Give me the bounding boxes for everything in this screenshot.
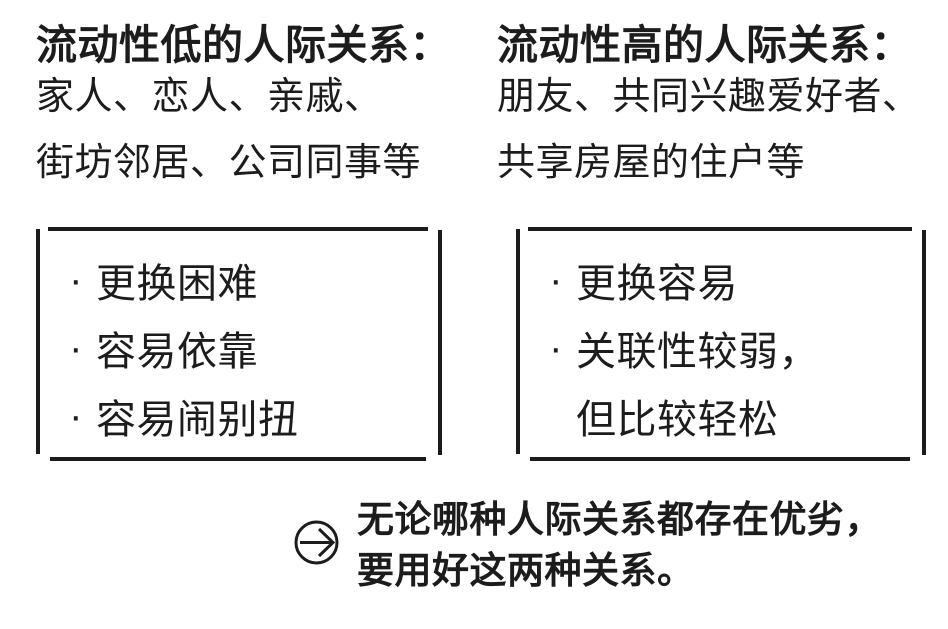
bullet-dot-icon: · (549, 325, 563, 370)
box-border-bottom (530, 457, 910, 461)
high-mobility-trait-list: · 更换容易 · 关联性较弱， 但比较轻松 (542, 246, 918, 450)
bullet-dot-icon: · (549, 257, 563, 302)
trait-item: · 容易依靠 (62, 314, 434, 382)
trait-label: 但比较轻松 (576, 398, 779, 442)
high-mobility-examples-line1: 朋友、共同兴趣爱好者、 (497, 76, 921, 118)
bullet-dot-icon: · (69, 325, 83, 370)
trait-item: · 更换容易 (542, 246, 918, 314)
trait-label: 更换困难 (96, 262, 258, 306)
box-border-right (438, 230, 442, 455)
trait-label: 容易闹别扭 (96, 398, 299, 442)
conclusion-line2: 要用好这两种关系。 (357, 550, 695, 591)
trait-item: · 关联性较弱， (542, 314, 918, 382)
box-border-left (516, 229, 520, 454)
high-mobility-title: 流动性高的人际关系： (497, 22, 912, 68)
trait-item-continuation: 但比较轻松 (542, 382, 918, 450)
box-border-bottom (50, 457, 426, 461)
high-mobility-traits-box: · 更换容易 · 关联性较弱， 但比较轻松 (516, 226, 926, 462)
low-mobility-title: 流动性低的人际关系： (36, 22, 451, 68)
bullet-dot-icon: · (69, 393, 83, 438)
low-mobility-trait-list: · 更换困难 · 容易依靠 · 容易闹别扭 (62, 246, 434, 450)
trait-label: 更换容易 (576, 262, 738, 306)
trait-item: · 容易闹别扭 (62, 382, 434, 450)
box-border-right (922, 230, 926, 455)
high-mobility-examples-line2: 共享房屋的住户等 (497, 142, 806, 184)
box-border-left (36, 229, 40, 454)
trait-label: 关联性较弱， (576, 330, 819, 374)
circle-right-arrow-icon (294, 520, 339, 565)
trait-label: 容易依靠 (96, 330, 258, 374)
low-mobility-examples-line2: 街坊邻居、公司同事等 (36, 142, 422, 184)
conclusion-line1: 无论哪种人际关系都存在优劣， (357, 499, 882, 540)
low-mobility-examples-line1: 家人、恋人、亲戚、 (36, 76, 383, 118)
trait-item: · 更换困难 (62, 246, 434, 314)
box-border-top (48, 227, 428, 231)
bullet-dot-icon: · (69, 257, 83, 302)
box-border-top (528, 227, 912, 231)
low-mobility-traits-box: · 更换困难 · 容易依靠 · 容易闹别扭 (36, 226, 442, 462)
